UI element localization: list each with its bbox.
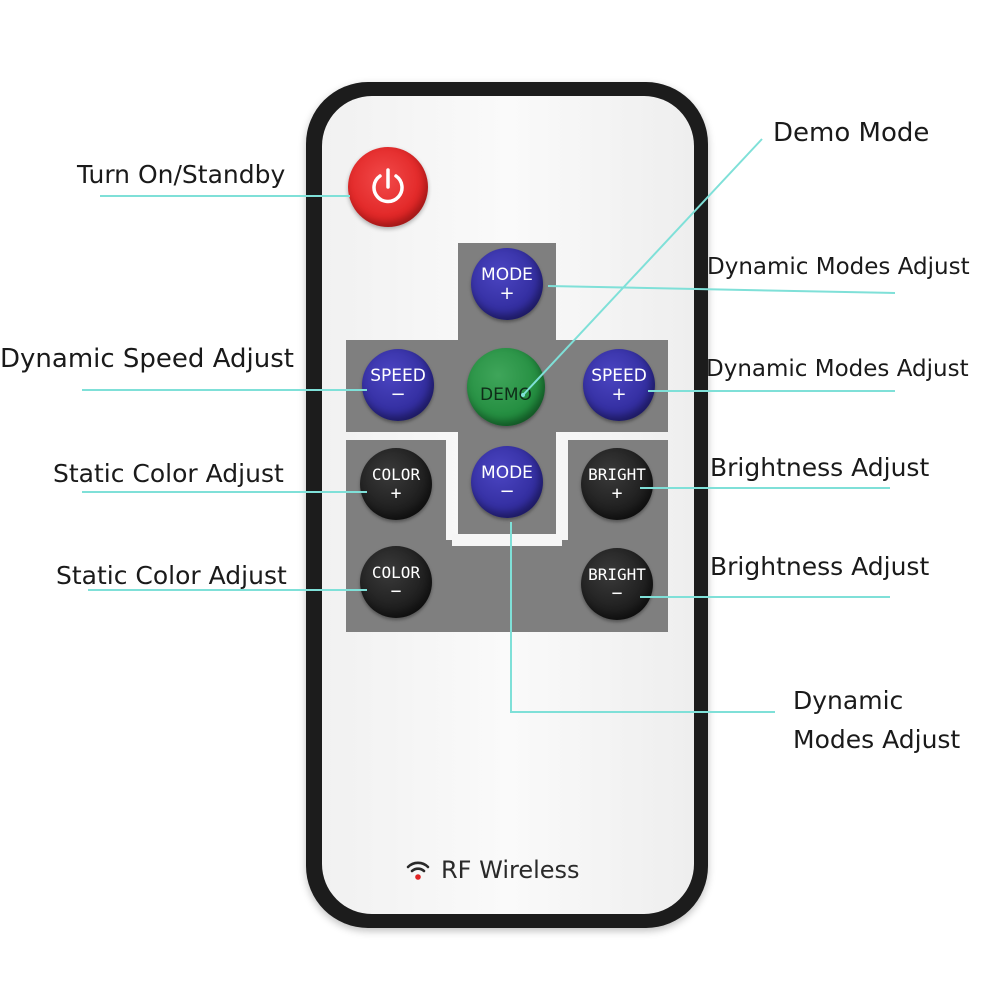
speed-plus-text: SPEED <box>591 366 647 386</box>
speed-minus-text: SPEED <box>370 366 426 386</box>
label-static-color-adjust-minus: Static Color Adjust <box>56 561 287 590</box>
key-panel-notch <box>452 534 562 546</box>
mode-minus-sym: − <box>499 481 515 502</box>
label-dynamic-modes-adjust-bottom-line1: Dynamic <box>793 686 904 715</box>
speed-plus-sym: + <box>611 384 627 405</box>
leader-line-demo-mode <box>522 138 763 396</box>
color-minus-text: COLOR <box>371 563 421 582</box>
bright-plus-sym: + <box>611 483 623 504</box>
rf-wireless-text: RF Wireless <box>441 856 580 884</box>
label-brightness-adjust-plus: Brightness Adjust <box>710 453 930 482</box>
power-icon <box>372 168 404 204</box>
label-dynamic-speed-adjust: Dynamic Speed Adjust <box>0 344 294 374</box>
color-plus-button[interactable]: COLOR + <box>360 448 432 520</box>
mode-minus-button[interactable]: MODE − <box>471 446 543 518</box>
color-plus-text: COLOR <box>371 465 421 484</box>
bright-minus-text: BRIGHT <box>588 565 646 584</box>
wifi-icon <box>406 861 430 880</box>
power-button[interactable] <box>348 147 428 227</box>
label-static-color-adjust-plus: Static Color Adjust <box>53 459 284 488</box>
label-turn-on-standby: Turn On/Standby <box>77 160 286 189</box>
bright-minus-sym: − <box>611 583 623 604</box>
label-dynamic-modes-adjust-bottom-line2: Modes Adjust <box>793 725 961 754</box>
key-panel-bottom-center <box>446 540 568 632</box>
speed-plus-button[interactable]: SPEED + <box>583 349 655 421</box>
rf-wireless-footer: RF Wireless <box>405 852 580 888</box>
speed-minus-sym: − <box>390 384 406 405</box>
demo-text: DEMO <box>480 385 532 405</box>
label-demo-mode: Demo Mode <box>773 118 930 148</box>
bright-plus-button[interactable]: BRIGHT + <box>581 448 653 520</box>
color-minus-sym: − <box>390 581 402 602</box>
demo-button[interactable]: DEMO <box>467 348 545 426</box>
mode-minus-text: MODE <box>481 463 533 483</box>
label-brightness-adjust-minus: Brightness Adjust <box>710 552 930 581</box>
label-dynamic-modes-adjust-top: Dynamic Modes Adjust <box>707 254 970 280</box>
speed-minus-button[interactable]: SPEED − <box>362 349 434 421</box>
bright-minus-button[interactable]: BRIGHT − <box>581 548 653 620</box>
label-dynamic-modes-adjust-right: Dynamic Modes Adjust <box>706 356 969 382</box>
mode-plus-text: MODE <box>481 265 533 285</box>
leader-line-demo-dot <box>521 393 525 397</box>
color-minus-button[interactable]: COLOR − <box>360 546 432 618</box>
bright-plus-text: BRIGHT <box>588 465 646 484</box>
leader-line-mode-plus <box>547 285 896 294</box>
leader-line-mode-minus <box>510 522 775 713</box>
mode-plus-button[interactable]: MODE + <box>471 248 543 320</box>
mode-plus-sym: + <box>499 283 515 304</box>
color-plus-sym: + <box>390 483 402 504</box>
